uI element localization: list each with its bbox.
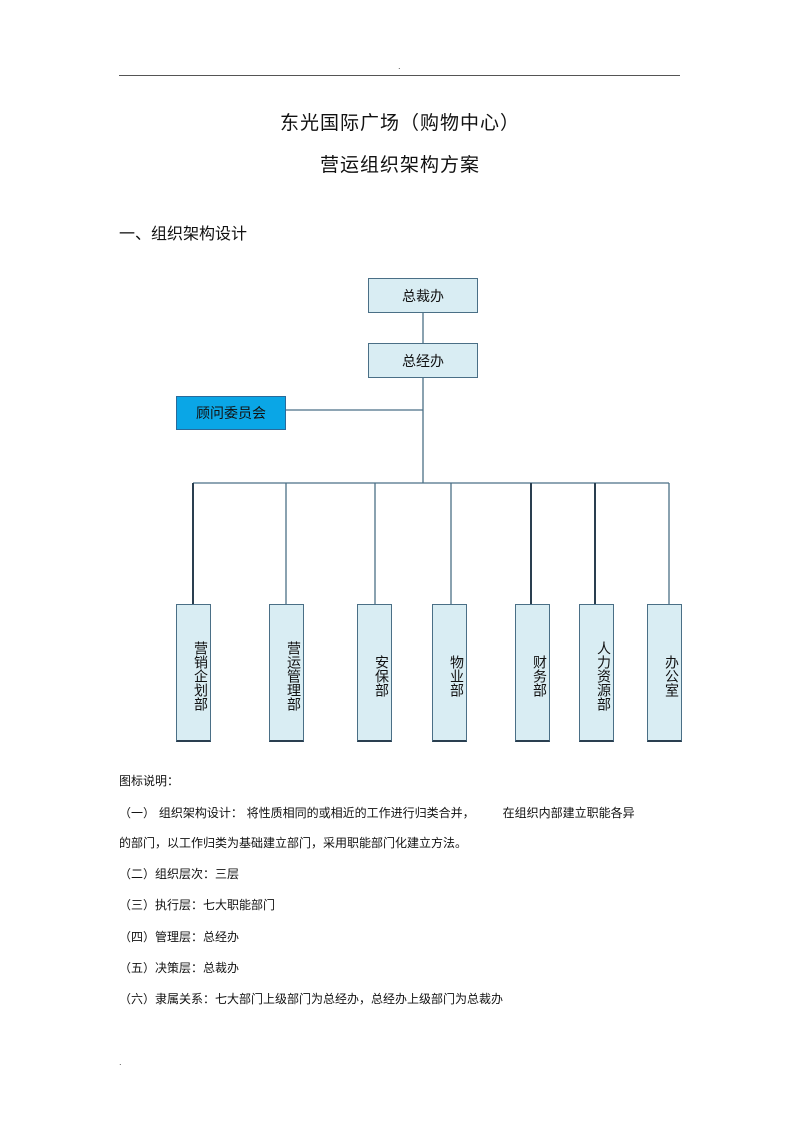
legend-title: 图标说明： <box>119 774 180 788</box>
legend-item-2: （二）组织层次：三层 <box>119 867 240 881</box>
legend-item-4: （四）管理层：总经办 <box>119 930 240 944</box>
legend-item-1-part-a: （一） 组织架构设计： 将性质相同的或相近的工作进行归类合并， <box>119 806 475 820</box>
dept-label-marketing: 营销企划部 <box>192 641 208 711</box>
dept-label-finance: 财务部 <box>531 655 547 697</box>
legend-item-5: （五）决策层：总裁办 <box>119 961 240 975</box>
legend-item-1-continued: 的部门，以工作归类为基础建立部门，采用职能部门化建立方法。 <box>119 836 468 850</box>
legend-item-1: （一） 组织架构设计： 将性质相同的或相近的工作进行归类合并， 在组织内部建立职能… <box>119 805 635 821</box>
dept-label-hr: 人力资源部 <box>595 641 611 711</box>
legend-item-6: （六）隶属关系：七大部门上级部门为总经办，总经办上级部门为总裁办 <box>119 992 504 1006</box>
dept-label-office: 办公室 <box>663 655 679 697</box>
dept-box-finance: 财务部 <box>515 604 550 742</box>
gm-office-label: 总经办 <box>402 353 444 370</box>
header-dot: . <box>398 62 401 71</box>
document-subtitle: 营运组织架构方案 <box>319 154 480 176</box>
dept-box-property: 物业部 <box>432 604 467 742</box>
document-title: 东光国际广场（购物中心） <box>279 112 520 134</box>
footer-dot: . <box>119 1058 122 1067</box>
legend-item-3: （三）执行层：七大职能部门 <box>119 898 276 912</box>
dept-box-operations: 营运管理部 <box>269 604 304 742</box>
advisory-committee-box: 顾问委员会 <box>176 396 286 430</box>
advisory-committee-label: 顾问委员会 <box>196 406 266 422</box>
header-rule <box>119 75 680 76</box>
dept-box-hr: 人力资源部 <box>579 604 614 742</box>
dept-label-security: 安保部 <box>373 655 389 697</box>
dept-box-marketing: 营销企划部 <box>176 604 211 742</box>
legend-item-1-part-b: 在组织内部建立职能各异 <box>502 806 635 820</box>
dept-box-security: 安保部 <box>357 604 392 742</box>
ceo-office-box: 总裁办 <box>368 278 478 313</box>
gm-office-box: 总经办 <box>368 343 478 378</box>
ceo-office-label: 总裁办 <box>402 288 444 305</box>
dept-label-operations: 营运管理部 <box>285 641 301 711</box>
section-heading: 一、组织架构设计 <box>119 224 248 243</box>
dept-box-office: 办公室 <box>647 604 682 742</box>
dept-label-property: 物业部 <box>448 655 464 697</box>
